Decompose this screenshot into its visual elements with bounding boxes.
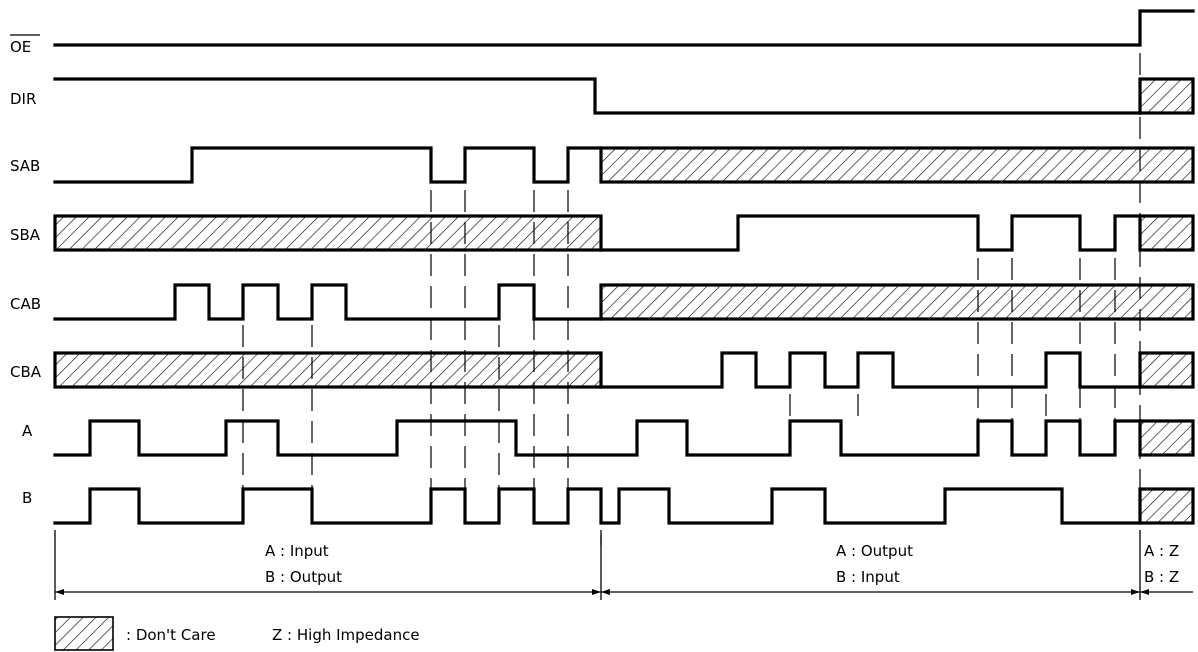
cba-end-dont-care: [1138, 351, 1195, 389]
signal-label-b: B: [22, 489, 32, 507]
sba-dont-care: [53, 214, 603, 252]
cba-dont-care: [53, 351, 603, 389]
cba-waveform: [599, 351, 1142, 389]
b-waveform: [53, 487, 1142, 525]
signal-label-cab: CAB: [10, 295, 41, 313]
signal-label-sab: SAB: [10, 157, 40, 175]
signal-label-oe: OE: [10, 38, 31, 56]
range-markers: [54, 530, 1193, 600]
dir-dont-care: [1138, 77, 1195, 115]
b-high-z: [1138, 487, 1195, 525]
legend-high-impedance-text: Z : High Impedance: [272, 626, 420, 644]
range-2-line-2: B : Input: [836, 568, 900, 586]
cab-waveform: [53, 283, 603, 321]
legend-dont-care-swatch: [54, 616, 114, 651]
range-1-line-2: B : Output: [265, 568, 342, 586]
signal-label-a: A: [22, 422, 33, 440]
oe-waveform: [53, 9, 1195, 47]
signal-label-sba: SBA: [10, 226, 41, 244]
dir-waveform: [53, 77, 1142, 115]
range-2-line-1: A : Output: [836, 542, 913, 560]
sba-end-dont-care: [1138, 214, 1195, 252]
sab-dont-care: [599, 146, 1195, 184]
legend-dont-care-text: : Don't Care: [126, 626, 216, 644]
signal-label-cba: CBA: [10, 363, 42, 381]
cab-dont-care: [599, 283, 1195, 321]
sba-waveform: [599, 214, 1142, 252]
range-3-line-1: A : Z: [1144, 542, 1179, 560]
a-high-z: [1138, 419, 1195, 457]
signal-label-dir: DIR: [10, 90, 36, 108]
range-3-line-2: B : Z: [1144, 568, 1179, 586]
a-waveform: [53, 419, 1142, 457]
range-1-line-1: A : Input: [265, 542, 329, 560]
sab-waveform: [53, 146, 603, 184]
